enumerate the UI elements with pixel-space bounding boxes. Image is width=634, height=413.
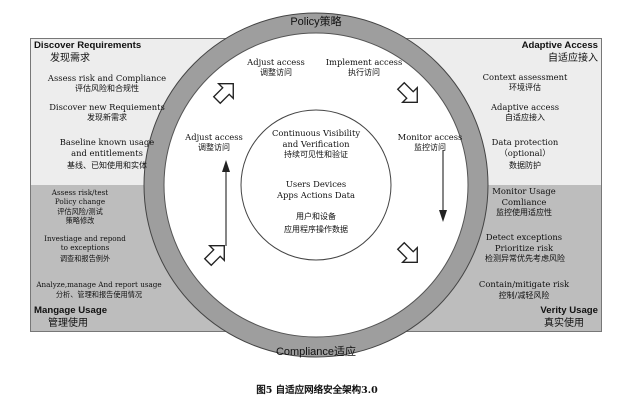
policy-label: Policy策略 [290, 16, 342, 28]
item-cn: 控制/减轻风险 [498, 291, 550, 300]
item-en: Context assessment [482, 72, 568, 82]
figure-caption: 图5 自适应网络安全架构3.0 [256, 385, 378, 396]
item-cn: 自适应接入 [505, 113, 545, 122]
item-en: Detect exceptions Prioritize risk [485, 232, 563, 253]
arrow-top-right [396, 81, 418, 103]
item-cn: 环境评估 [509, 83, 541, 92]
ring-label-implement-access: Implement access [325, 57, 403, 67]
item-en: Baseline known usage and entitlements [59, 137, 155, 158]
item-en: Analyze,manage And report usage [36, 280, 162, 289]
item-en: Assess risk and Compliance [47, 73, 167, 83]
quadrant-title: Adaptive Access [521, 40, 598, 51]
item-cn: 检测异常优先考虑风险 [485, 254, 565, 263]
arrow-top-left [212, 83, 234, 105]
arrow-bottom-right [396, 241, 418, 263]
center-text: Users Devices [285, 179, 347, 189]
center-text: Continuous Visibility [271, 128, 361, 138]
center-text-cn: 应用程序操作数据 [284, 225, 348, 234]
item-cn: 分析、管理和报告使用情况 [55, 290, 143, 299]
ring-label-monitor-access: Monitor access [397, 132, 463, 142]
ring-label-adjust-access: Adjust access [247, 57, 305, 67]
center-circle [240, 109, 392, 261]
quadrant-title-cn: 发现需求 [50, 53, 90, 64]
arrow-bottom-left [203, 245, 225, 267]
quadrant-title: Verity Usage [540, 305, 598, 316]
ring-label-adjust-access-left: Adjust access [185, 132, 243, 142]
item-cn: 监控使用适应性 [496, 208, 552, 217]
item-cn: 调查和报告例外 [59, 254, 111, 263]
item-en: Adaptive access [490, 102, 560, 112]
center-text: and Verification [282, 139, 350, 149]
quadrant-title: Mangage Usage [34, 305, 108, 316]
ring-label-monitor-access-cn: 监控访问 [414, 143, 446, 152]
center-text: Apps Actions Data [277, 190, 355, 200]
item-cn: 基线、已知使用和实体 [67, 161, 147, 170]
ring-label-adjust-access-cn: 调整访问 [260, 68, 292, 77]
item-cn: 评估风险和合规性 [75, 84, 139, 93]
item-en: Contain/mitigate risk [478, 279, 570, 289]
ring-label-adjust-access-left-cn: 调整访问 [198, 143, 230, 152]
quadrant-title-cn: 自适应接入 [548, 53, 598, 64]
compliance-label: Compliance适应 [275, 346, 357, 358]
quadrant-title: Discover Requirements [34, 40, 142, 51]
ring-label-implement-access-cn: 执行访问 [348, 68, 380, 77]
item-cn: 发现新需求 [87, 113, 127, 122]
center-text-cn: 用户和设备 [296, 212, 336, 221]
item-en: Discover new Requiements [49, 102, 165, 112]
item-cn: 评估风险/测试 策略修改 [57, 207, 103, 225]
item-en: Investiage and repond to exceptions [44, 234, 126, 252]
item-cn: 数据防护 [509, 161, 541, 170]
item-en: Assess risk/test Policy change [51, 188, 109, 206]
center-text-cn: 持续可见性和验证 [284, 150, 348, 159]
quadrant-title-cn: 真实使用 [544, 318, 584, 329]
quadrant-title-cn: 管理使用 [48, 318, 88, 329]
item-en: Data protection （optional） [491, 137, 559, 158]
item-en: Monitor Usage Comliance [492, 186, 556, 207]
